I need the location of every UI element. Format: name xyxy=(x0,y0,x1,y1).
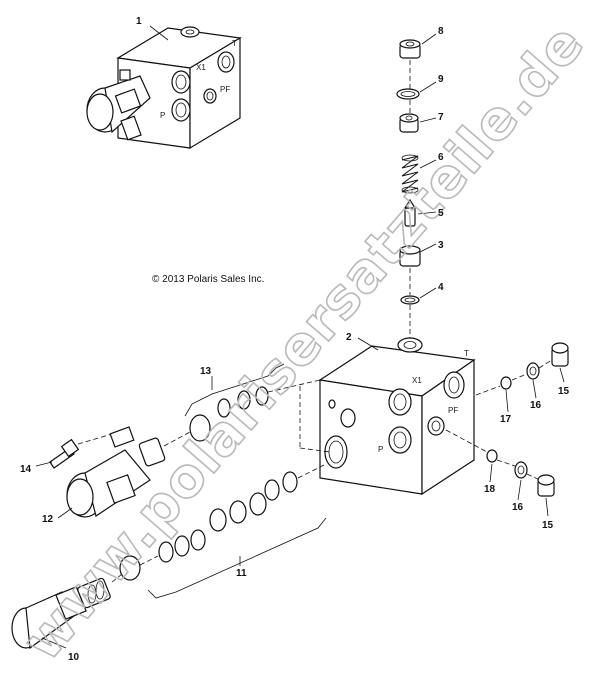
callout-12: 12 xyxy=(42,514,54,525)
callout-15-upper: 15 xyxy=(558,386,570,397)
callout-9: 9 xyxy=(438,74,444,85)
callout-17: 17 xyxy=(500,414,512,425)
valve-block-assembly-illustration: X1 P PF T xyxy=(86,26,242,150)
callout-14: 14 xyxy=(20,464,32,475)
copyright-text: © 2013 Polaris Sales Inc. xyxy=(152,274,264,285)
callout-16-lower: 16 xyxy=(512,502,524,513)
cartridge-stack-illustration xyxy=(396,39,421,338)
callout-11: 11 xyxy=(236,568,247,579)
callout-7: 7 xyxy=(438,112,444,123)
callout-1: 1 xyxy=(136,16,142,27)
manifold-block-illustration: X1 P PF T xyxy=(318,337,476,496)
manifold-port-label-pf: PF xyxy=(448,406,458,415)
callout-15-lower: 15 xyxy=(542,520,554,531)
callout-6: 6 xyxy=(438,152,444,163)
right-fittings-illustration xyxy=(445,342,569,497)
manifold-port-label-t: T xyxy=(464,349,469,358)
callout-16-upper: 16 xyxy=(530,400,542,411)
callout-18: 18 xyxy=(484,484,496,495)
callout-8: 8 xyxy=(438,26,444,37)
manifold-port-label-x1: X1 xyxy=(412,376,422,385)
callout-5: 5 xyxy=(438,208,444,219)
solenoid-and-valve-illustration xyxy=(11,363,331,650)
manifold-port-label-p: P xyxy=(378,445,383,454)
callout-2: 2 xyxy=(346,332,352,343)
callout-10: 10 xyxy=(68,652,80,663)
callout-13: 13 xyxy=(200,366,212,377)
port-label-x1: X1 xyxy=(196,63,206,72)
port-label-p: P xyxy=(160,111,165,120)
callout-3: 3 xyxy=(438,240,444,251)
leader-lines xyxy=(35,25,565,649)
port-label-pf: PF xyxy=(220,85,230,94)
callout-4: 4 xyxy=(438,282,444,293)
port-label-t: T xyxy=(232,39,237,48)
